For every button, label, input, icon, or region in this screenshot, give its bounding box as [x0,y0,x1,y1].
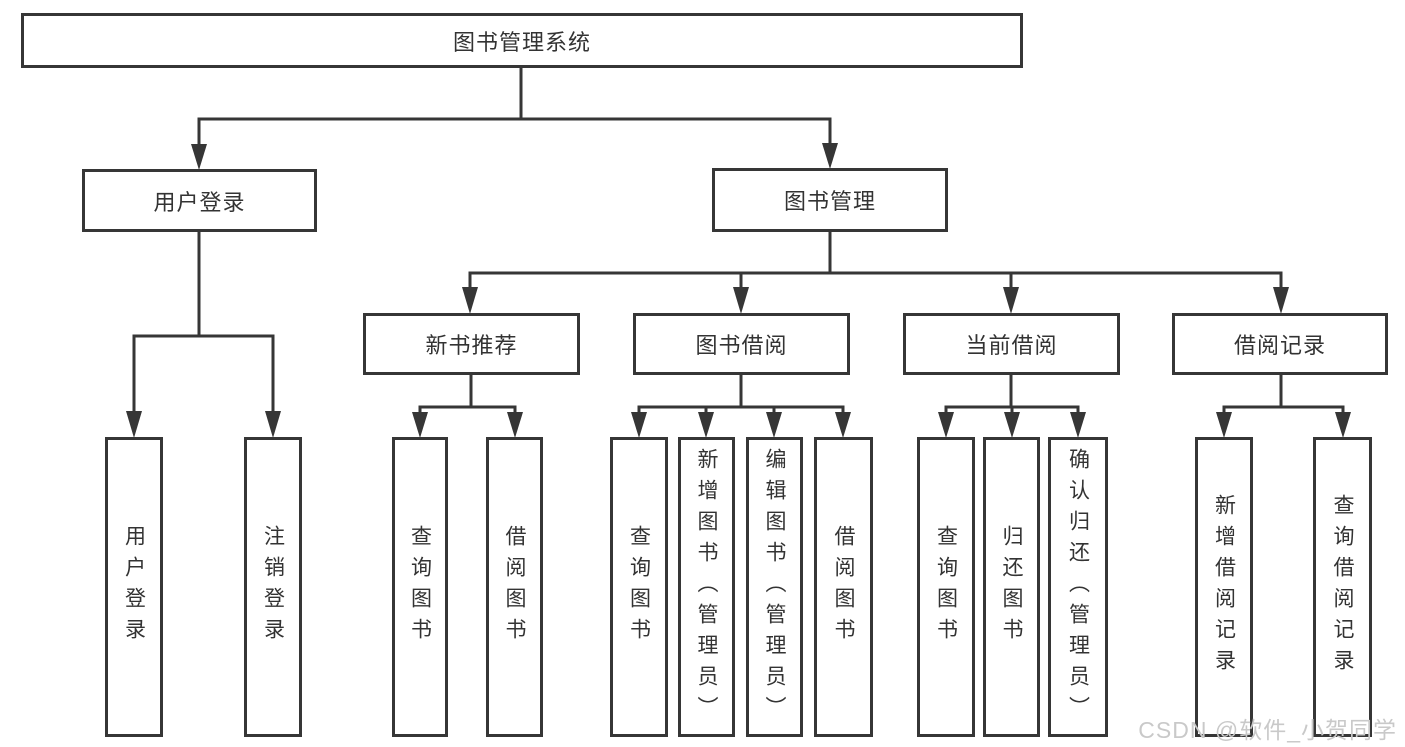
leaf-return-book-label: 归还图书 [1000,525,1023,649]
node-current-borrow: 当前借阅 [903,313,1120,375]
leaf-return-book: 归还图书 [983,437,1040,737]
node-book-management: 图书管理 [712,168,948,232]
leaf-add-book-admin-label: 新增图书（管理员） [695,447,718,727]
leaf-borrow-book-1-label: 借阅图书 [503,525,526,649]
leaf-user-login: 用户登录 [105,437,163,737]
node-borrow-records: 借阅记录 [1172,313,1388,375]
leaf-query-book-3: 查询图书 [917,437,975,737]
leaf-edit-book-admin-label: 编辑图书（管理员） [763,447,786,727]
node-book-management-label: 图书管理 [783,189,876,214]
csdn-watermark: CSDN @软件_小贺同学 [1138,717,1397,743]
node-book-borrow: 图书借阅 [633,313,850,375]
leaf-query-book-3-label: 查询图书 [934,525,958,649]
node-new-book-recommend: 新书推荐 [363,313,580,375]
leaf-query-book-2: 查询图书 [610,437,668,737]
leaf-borrow-book-2: 借阅图书 [814,437,873,737]
leaf-confirm-return-admin-label: 确认归还（管理员） [1066,447,1090,727]
node-root: 图书管理系统 [21,13,1023,68]
leaf-query-borrow-record-label: 查询借阅记录 [1331,494,1354,680]
node-current-borrow-label: 当前借阅 [965,333,1058,358]
leaf-confirm-return-admin: 确认归还（管理员） [1048,437,1108,737]
leaf-query-borrow-record: 查询借阅记录 [1313,437,1372,737]
leaf-user-login-label: 用户登录 [122,525,146,649]
leaf-query-book-1: 查询图书 [392,437,448,737]
leaf-add-book-admin: 新增图书（管理员） [678,437,735,737]
leaf-add-borrow-record-label: 新增借阅记录 [1212,494,1236,680]
leaf-borrow-book-2-label: 借阅图书 [832,525,855,649]
node-borrow-records-label: 借阅记录 [1233,333,1326,358]
leaf-borrow-book-1: 借阅图书 [486,437,543,737]
leaf-query-book-2-label: 查询图书 [627,525,651,649]
node-user-login-label: 用户登录 [153,189,246,215]
leaf-add-borrow-record: 新增借阅记录 [1195,437,1253,737]
leaf-logout-login: 注销登录 [244,437,302,737]
node-root-label: 图书管理系统 [452,29,591,55]
leaf-query-book-1-label: 查询图书 [408,525,432,649]
leaf-logout-login-label: 注销登录 [261,525,285,649]
node-new-book-recommend-label: 新书推荐 [425,333,518,358]
node-book-borrow-label: 图书借阅 [695,333,788,358]
leaf-edit-book-admin: 编辑图书（管理员） [746,437,803,737]
node-user-login: 用户登录 [82,169,317,232]
